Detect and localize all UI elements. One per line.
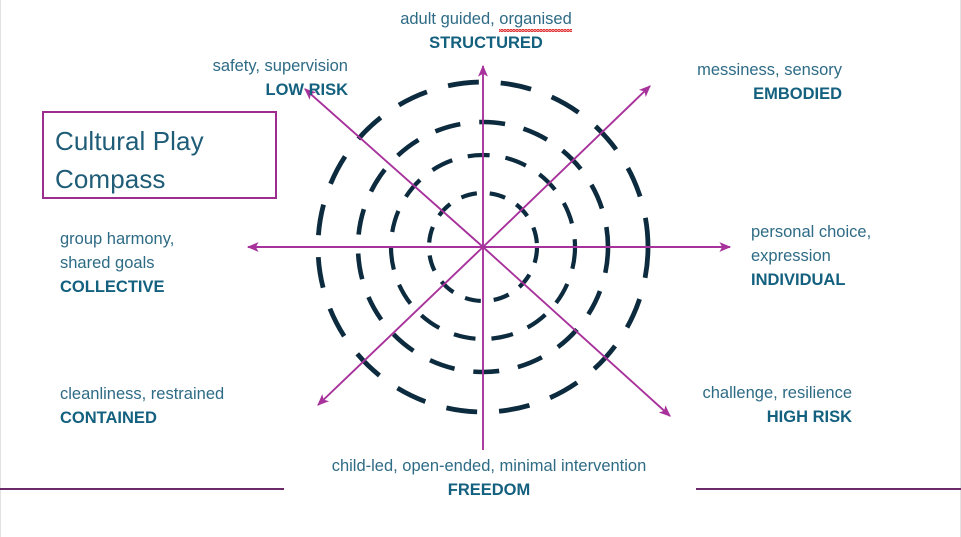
label-structured-desc-prefix: adult guided,: [400, 10, 500, 28]
label-high-risk: challenge, resilience HIGH RISK: [606, 381, 852, 429]
bottom-rule-left: [0, 488, 284, 490]
label-embodied: messiness, sensory EMBODIED: [652, 58, 842, 106]
label-low-risk: safety, supervision LOW RISK: [122, 54, 348, 102]
label-freedom-desc: child-led, open-ended, minimal intervent…: [331, 457, 647, 475]
label-collective-desc-line1: group harmony,: [60, 230, 175, 248]
label-contained-pole: CONTAINED: [60, 409, 157, 427]
label-embodied-pole: EMBODIED: [753, 85, 842, 103]
label-low-risk-pole: LOW RISK: [265, 81, 349, 99]
label-structured-pole: STRUCTURED: [429, 34, 543, 52]
label-structured-desc-misspelled: organised: [499, 7, 573, 32]
bottom-rule-right: [696, 488, 961, 490]
label-individual: personal choice, expression INDIVIDUAL: [751, 220, 951, 292]
label-high-risk-pole: HIGH RISK: [766, 408, 852, 426]
page-title: Cultural Play Compass: [55, 122, 269, 198]
label-freedom-pole: FREEDOM: [447, 481, 531, 499]
axis-embodied: [482, 85, 651, 248]
label-freedom: child-led, open-ended, minimal intervent…: [298, 454, 680, 502]
page-edge-left: [0, 0, 1, 537]
axis-contained: [317, 246, 484, 406]
label-high-risk-desc: challenge, resilience: [702, 384, 852, 402]
label-structured-desc: adult guided, organised: [383, 7, 589, 32]
title-box: Cultural Play Compass: [42, 111, 277, 199]
compass-axes: [246, 64, 732, 450]
axis-low-risk: [304, 88, 484, 248]
label-individual-desc-line1: personal choice,: [751, 223, 872, 241]
label-embodied-desc: messiness, sensory: [697, 61, 842, 79]
label-structured: adult guided, organised STRUCTURED: [383, 7, 589, 55]
label-contained-desc: cleanliness, restrained: [60, 385, 225, 403]
label-low-risk-desc: safety, supervision: [212, 57, 348, 75]
label-individual-desc-line2: expression: [751, 247, 831, 265]
label-collective: group harmony, shared goals COLLECTIVE: [60, 227, 250, 299]
title-line-2: Compass: [55, 164, 166, 194]
label-contained: cleanliness, restrained CONTAINED: [60, 382, 308, 430]
label-collective-desc-line2: shared goals: [60, 254, 155, 272]
axis-high-risk: [482, 246, 671, 417]
title-line-1: Cultural Play: [55, 126, 204, 156]
label-collective-pole: COLLECTIVE: [60, 278, 165, 296]
label-individual-pole: INDIVIDUAL: [751, 271, 846, 289]
